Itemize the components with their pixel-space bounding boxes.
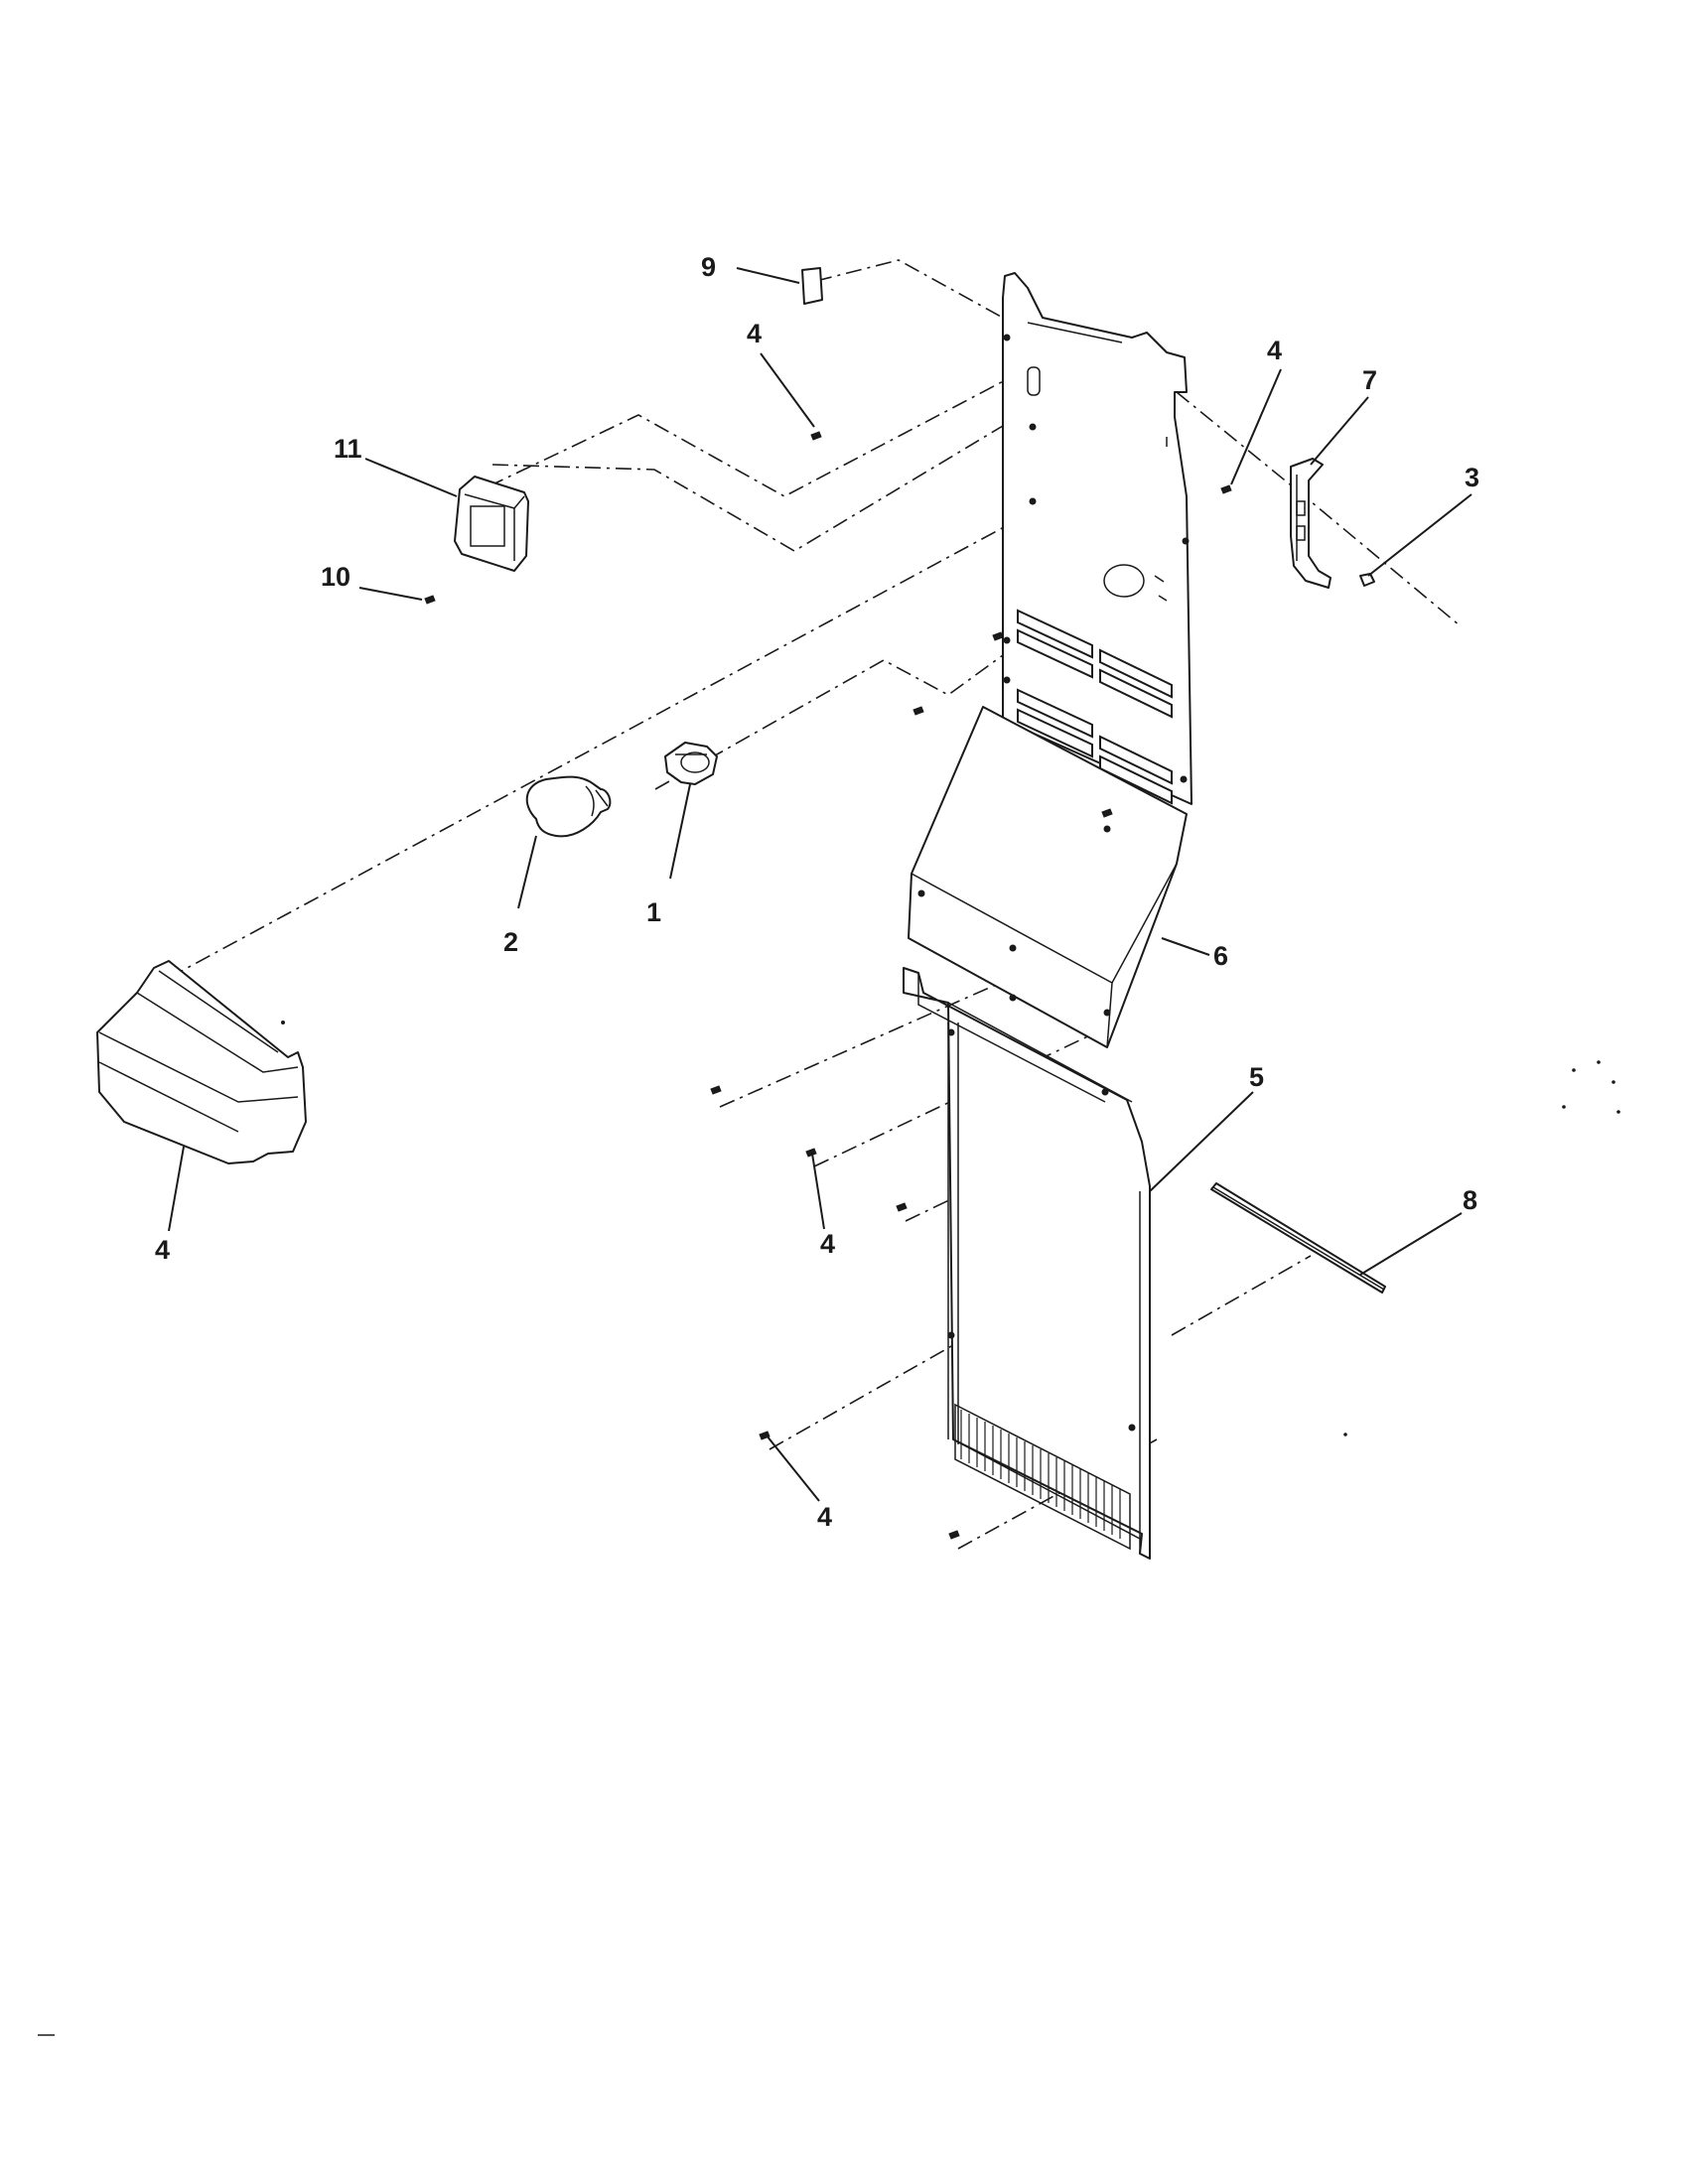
callout-4: 4 xyxy=(820,1229,835,1259)
lens xyxy=(454,476,529,572)
callout-8: 7 xyxy=(1362,365,1377,395)
clip xyxy=(1359,573,1375,587)
callout-1: 1 xyxy=(646,897,661,927)
callout-7: 6 xyxy=(1213,941,1228,971)
label xyxy=(801,267,823,305)
deflector xyxy=(908,706,1188,1048)
light-bulb xyxy=(525,775,612,838)
assembly-lines xyxy=(168,259,1461,1550)
bracket xyxy=(1290,458,1332,589)
leader-lines xyxy=(168,267,1473,1502)
callout-4: 4 xyxy=(817,1502,832,1532)
callout-5: 4 xyxy=(155,1235,170,1265)
light-shield xyxy=(96,960,307,1164)
callout-3: 3 xyxy=(1465,463,1479,492)
callout-10: 10 xyxy=(321,562,351,592)
stray-marks xyxy=(38,1060,1620,2036)
upper-panel xyxy=(1002,272,1193,805)
callout-12: 9 xyxy=(701,252,716,282)
callout-4: 4 xyxy=(747,319,762,348)
callout-6: 5 xyxy=(1249,1062,1264,1092)
screws xyxy=(424,431,1232,1540)
lamp-socket xyxy=(664,742,718,785)
callout-4: 4 xyxy=(1267,336,1282,365)
callout-11: 11 xyxy=(334,434,362,464)
lower-cover xyxy=(903,967,1151,1560)
callout-labels: 9 4 4 7 3 11 10 1 2 6 5 8 4 4 4 xyxy=(155,252,1479,1532)
seal-strip xyxy=(1210,1182,1386,1294)
callout-9: 8 xyxy=(1463,1185,1477,1215)
callout-2: 2 xyxy=(503,927,518,957)
